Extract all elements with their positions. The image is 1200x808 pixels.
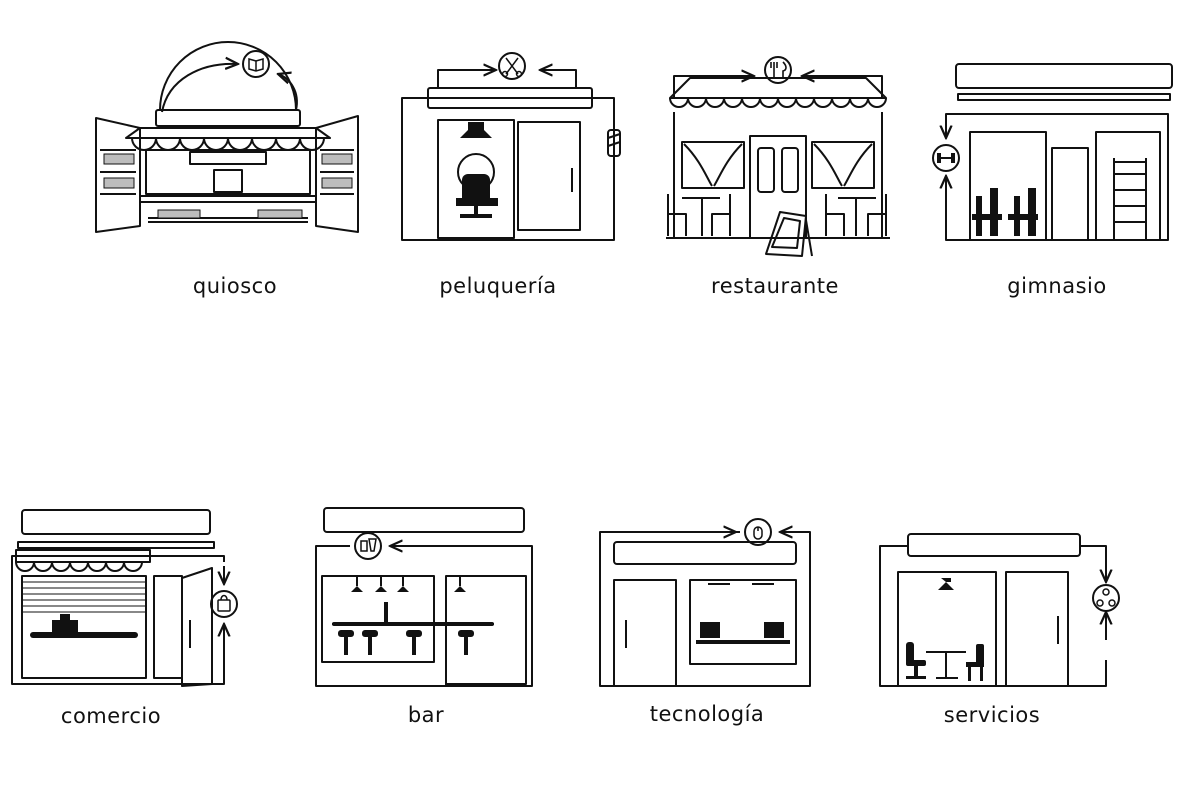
peluqueria-illustration bbox=[401, 52, 621, 241]
mouse-icon bbox=[753, 526, 763, 540]
comercio-shutter bbox=[22, 581, 146, 613]
restaurante-illustration bbox=[666, 56, 890, 257]
shop-label-servicios: servicios bbox=[943, 703, 1041, 727]
bar-illustration bbox=[315, 507, 533, 687]
quiosco-newspapers bbox=[103, 153, 353, 219]
dumbbell-icon bbox=[937, 153, 955, 163]
shop-label-tecnologia: tecnología bbox=[649, 702, 765, 726]
cash-register-counter bbox=[30, 614, 138, 638]
shop-label-peluqueria: peluquería bbox=[439, 274, 557, 298]
shop-label-quiosco: quiosco bbox=[192, 274, 278, 298]
fork-knife-icon bbox=[770, 61, 787, 78]
computers bbox=[696, 622, 790, 644]
office-furniture bbox=[906, 578, 984, 681]
shop-label-comercio: comercio bbox=[60, 704, 162, 728]
shop-label-gimnasio: gimnasio bbox=[1007, 274, 1107, 298]
people-network-icon bbox=[1096, 588, 1116, 607]
book-icon bbox=[248, 58, 264, 72]
gym-machines bbox=[972, 188, 1038, 236]
comercio-illustration bbox=[11, 509, 238, 687]
scissors-icon bbox=[501, 57, 523, 78]
tecnologia-illustration bbox=[599, 518, 811, 687]
gimnasio-illustration bbox=[932, 63, 1173, 241]
drinks-icon bbox=[360, 538, 377, 552]
servicios-illustration bbox=[879, 533, 1120, 687]
shop-label-restaurante: restaurante bbox=[711, 274, 839, 298]
shop-label-bar: bar bbox=[407, 703, 445, 727]
bar-lamps-stools bbox=[332, 586, 494, 655]
barber-chair bbox=[456, 122, 498, 218]
shopping-bag-icon bbox=[217, 594, 231, 612]
quiosco-illustration bbox=[95, 41, 359, 233]
